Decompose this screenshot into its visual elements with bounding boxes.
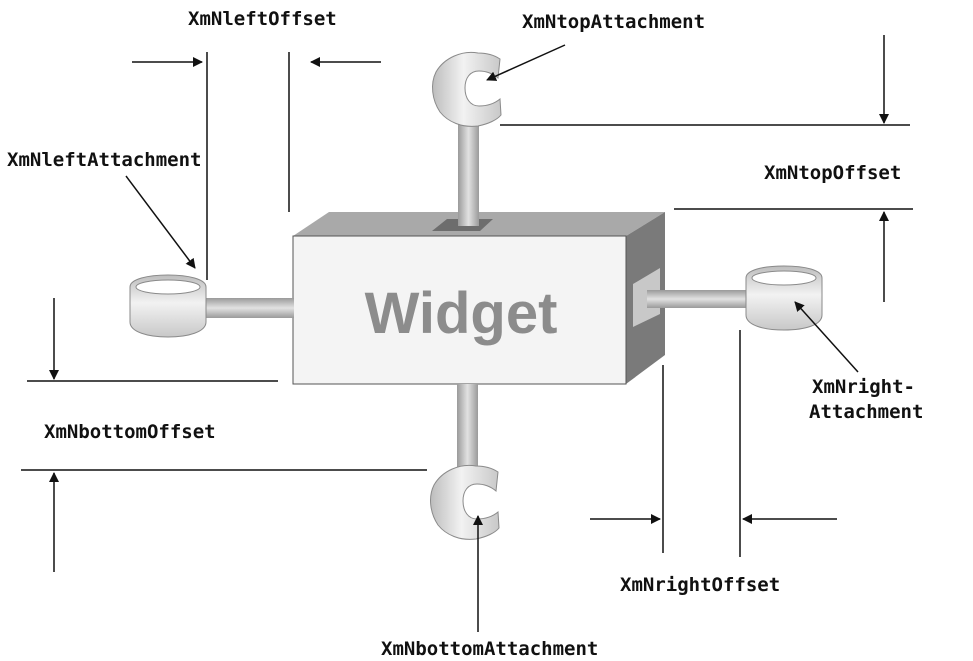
widget-label: Widget [365,281,558,346]
left-rod [198,298,294,318]
left-ring-opening [135,279,201,295]
widget-right-socket [633,268,660,327]
right-offset-label: XmNrightOffset [620,574,780,596]
left-attachment-label: XmNleftAttachment [7,149,201,171]
bottom-rod [457,384,478,484]
left-offset-label: XmNleftOffset [188,8,337,30]
top-ring [432,51,502,127]
bottom-offset-label: XmNbottomOffset [44,421,216,443]
bottom-attachment-label: XmNbottomAttachment [381,638,598,660]
dimension-lines [21,35,913,632]
widget-box-front-face [292,235,627,385]
top-rod [458,113,479,226]
bottom-attachment [430,384,500,540]
right-attachment [647,265,823,331]
right-ring-opening [751,270,817,286]
right-attachment-label-line1: XmNright- [812,376,915,398]
right-attachment-leader [794,301,859,373]
top-attachment [432,51,502,226]
widget-box: Widget [292,212,665,385]
bottom-ring [430,464,500,540]
right-rod [647,290,749,308]
top-offset-label: XmNtopOffset [764,162,901,184]
top-attachment-label: XmNtopAttachment [522,11,705,33]
left-attachment [129,274,294,338]
labels: XmNleftOffset XmNtopAttachment XmNleftAt… [7,8,923,660]
right-attachment-label-line2: Attachment [809,401,923,423]
left-attachment-leader [125,175,196,269]
top-attachment-leader [486,44,566,81]
